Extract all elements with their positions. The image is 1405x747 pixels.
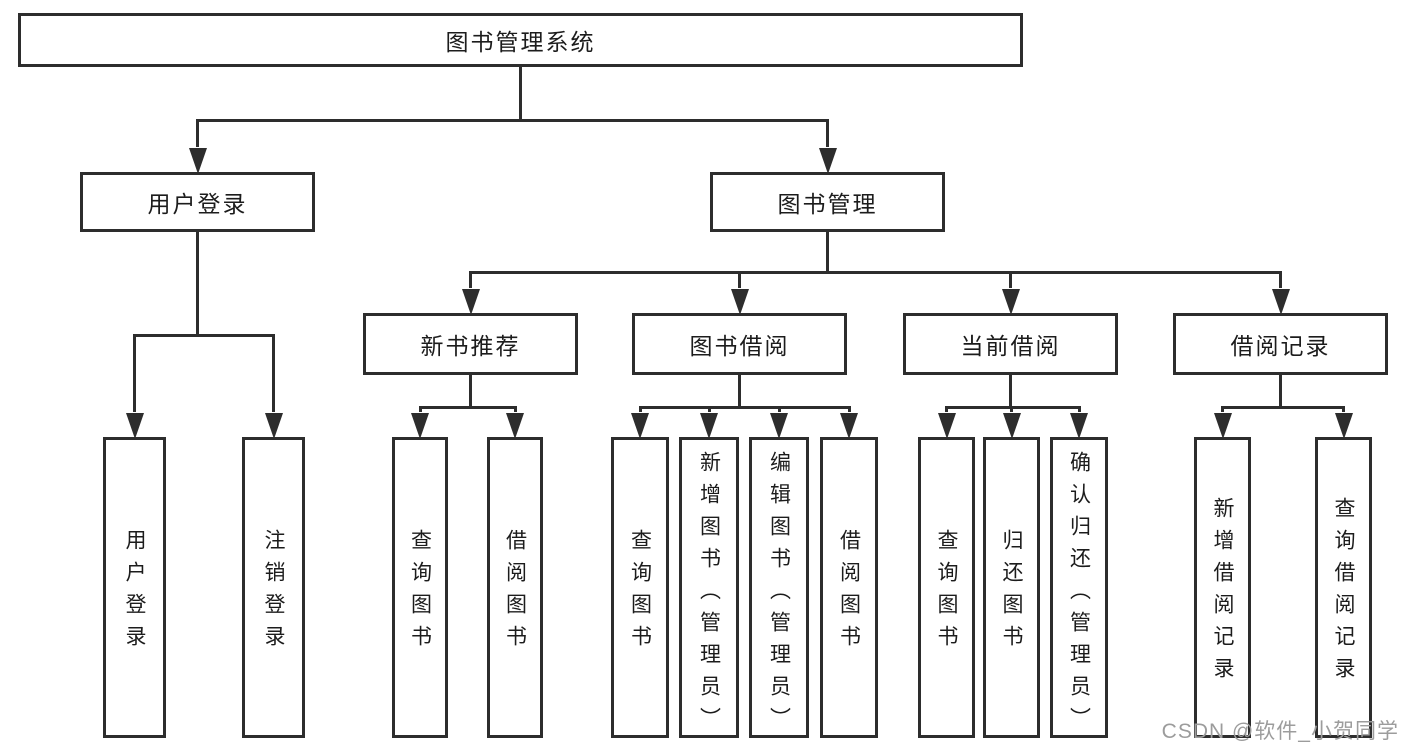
connector-line: [777, 407, 781, 412]
node-label: 查询图书: [935, 529, 958, 657]
arrow-down-icon: [700, 413, 718, 439]
connector-line: [133, 333, 275, 337]
arrow-down-icon: [818, 148, 837, 174]
connector-line: [196, 120, 199, 147]
node-bb-borrow: 借阅图书: [820, 437, 878, 738]
node-label: 查询借阅记录: [1332, 497, 1355, 689]
connector-line: [418, 405, 517, 409]
node-label: 确认归还（管理员）: [1067, 451, 1091, 739]
arrow-down-icon: [1002, 413, 1021, 439]
node-leaf-logout: 注销登录: [242, 437, 305, 738]
node-book-borrow: 图书借阅: [632, 313, 847, 375]
arrow-down-icon: [411, 413, 429, 439]
connector-line: [513, 407, 517, 412]
arrow-down-icon: [125, 413, 144, 439]
arrow-down-icon: [1213, 413, 1232, 439]
node-label: 编辑图书（管理员）: [767, 451, 791, 739]
connector-line: [1221, 405, 1345, 409]
node-book-mgmt: 图书管理: [710, 172, 945, 232]
arrow-down-icon: [506, 413, 524, 439]
node-label: 新增图书（管理员）: [697, 451, 721, 739]
connector-line: [638, 405, 851, 409]
connector-line: [196, 232, 199, 335]
node-cb-query: 查询图书: [918, 437, 975, 738]
node-label: 借阅图书: [503, 529, 527, 657]
node-bb-edit: 编辑图书（管理员）: [749, 437, 809, 739]
connector-line: [1279, 375, 1282, 407]
node-borrow-record: 借阅记录: [1173, 313, 1388, 375]
node-nbr-query: 查询图书: [392, 437, 448, 738]
node-user-login: 用户登录: [80, 172, 315, 232]
connector-line: [418, 407, 422, 412]
connector-line: [196, 118, 829, 122]
connector-line: [519, 67, 522, 120]
connector-line: [272, 335, 275, 412]
node-label: 查询图书: [408, 529, 432, 657]
arrow-down-icon: [1070, 413, 1088, 439]
connector-line: [847, 407, 851, 412]
connector-line: [707, 407, 711, 412]
connector-line: [738, 272, 741, 288]
arrow-down-icon: [188, 148, 207, 174]
node-cb-confirm: 确认归还（管理员）: [1050, 437, 1108, 739]
node-current-borrow: 当前借阅: [903, 313, 1118, 375]
connector-line: [1342, 407, 1345, 412]
connector-line: [1077, 407, 1081, 412]
connector-line: [133, 335, 136, 412]
connector-line: [1009, 272, 1012, 288]
node-leaf-user-login: 用户登录: [103, 437, 166, 738]
arrow-down-icon: [1271, 289, 1290, 315]
connector-line: [1009, 375, 1012, 407]
watermark: CSDN @软件_小贺同学: [1161, 720, 1399, 743]
arrow-down-icon: [1334, 413, 1353, 439]
connector-line: [1010, 407, 1013, 412]
node-bb-query: 查询图书: [611, 437, 669, 738]
node-label: 新书推荐: [420, 333, 521, 359]
node-cb-return: 归还图书: [983, 437, 1040, 738]
node-label: 新增借阅记录: [1211, 497, 1234, 689]
arrow-down-icon: [1001, 289, 1020, 315]
connector-line: [826, 232, 829, 272]
node-label: 注销登录: [262, 529, 285, 657]
node-label: 用户登录: [147, 191, 248, 217]
node-nbr-borrow: 借阅图书: [487, 437, 543, 738]
arrow-down-icon: [461, 289, 480, 315]
arrow-down-icon: [840, 413, 858, 439]
connector-line: [1221, 407, 1224, 412]
node-root: 图书管理系统: [18, 13, 1023, 67]
connector-line: [826, 120, 829, 147]
node-label: 归还图书: [1000, 529, 1023, 657]
node-br-query: 查询借阅记录: [1315, 437, 1372, 738]
node-label: 当前借阅: [960, 333, 1061, 359]
connector-line: [638, 407, 642, 412]
connector-line: [945, 407, 948, 412]
connector-line: [469, 375, 472, 407]
node-label: 图书管理: [777, 191, 878, 217]
node-label: 图书管理系统: [445, 29, 596, 55]
connector-line: [469, 272, 472, 288]
arrow-down-icon: [770, 413, 788, 439]
node-label: 查询图书: [628, 529, 652, 657]
connector-line: [738, 375, 741, 407]
connector-line: [469, 270, 1282, 274]
arrow-down-icon: [264, 413, 283, 439]
node-label: 图书借阅: [689, 333, 790, 359]
node-label: 用户登录: [123, 529, 146, 657]
arrow-down-icon: [631, 413, 649, 439]
node-new-book-rec: 新书推荐: [363, 313, 578, 375]
connector-line: [1279, 272, 1282, 288]
node-label: 借阅记录: [1230, 333, 1331, 359]
node-bb-add: 新增图书（管理员）: [679, 437, 739, 739]
node-br-add: 新增借阅记录: [1194, 437, 1251, 738]
node-label: 借阅图书: [837, 529, 861, 657]
arrow-down-icon: [730, 289, 749, 315]
arrow-down-icon: [937, 413, 956, 439]
